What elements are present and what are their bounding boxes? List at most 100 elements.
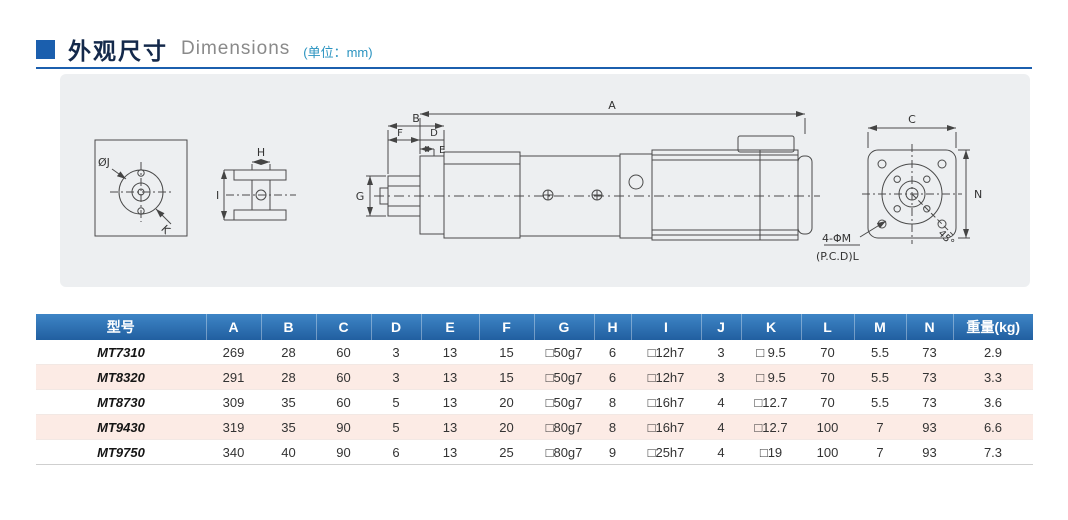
value-cell: 7.3 [983,444,1003,460]
value-cell: 340 [222,444,245,460]
value-cell: □ 9.5 [756,344,786,360]
value-cell: 8 [608,394,617,410]
value-cell: □16h7 [647,394,685,410]
dim-label-g: G [356,190,365,203]
column-header: E [421,314,480,340]
dim-label-d: D [430,128,438,139]
value-cell: 90 [336,419,351,435]
unit-note: (单位：mm) [303,44,373,60]
value-cell: 5 [392,394,400,410]
value-cell: 25 [499,444,514,460]
value-cell: 73 [922,394,937,410]
column-header: B [261,314,317,340]
value-cell: □50g7 [545,394,583,410]
value-cell: 60 [336,344,351,360]
model-cell: MT9430 [97,419,145,435]
title-bullet-icon [36,39,55,59]
column-header: H [594,314,632,340]
value-cell: 13 [442,344,458,360]
value-cell: 309 [222,394,245,410]
side-view [366,111,820,241]
value-cell: □12.7 [754,394,788,410]
value-cell: □ 9.5 [756,369,786,385]
value-cell: 3 [392,344,400,360]
value-cell: 5.5 [870,369,890,385]
model-cell: MT7310 [97,344,145,360]
column-header: L [801,314,855,340]
value-cell: 4 [717,419,725,435]
column-header: C [316,314,372,340]
value-cell: □12h7 [647,344,685,360]
dim-label-n: N [974,188,982,201]
column-header: 重量(kg) [953,314,1033,340]
value-cell: □16h7 [647,419,685,435]
value-cell: 28 [281,344,296,360]
value-cell: 3.6 [983,394,1003,410]
column-header: M [854,314,907,340]
shaft-end-view [94,139,188,237]
dim-label-f: F [397,128,403,139]
model-cell: MT8320 [97,369,145,385]
value-cell: 3 [392,369,400,385]
column-header: J [701,314,742,340]
dim-label-c: C [908,113,916,126]
value-cell: 7 [876,419,884,435]
value-cell: 6 [608,369,617,385]
spec-table-body: MT7310 269 28 60 3 13 15 □50g7 6 □12h7 3 □ 9.5 70 5.5… [36,340,1033,465]
value-cell: 319 [222,419,245,435]
value-cell: 100 [816,444,839,460]
model-cell: MT8730 [97,394,145,410]
section-header: 外观尺寸 Dimensions (单位：mm) [36,32,373,66]
value-cell: 13 [442,394,458,410]
column-header: F [479,314,535,340]
value-cell: □25h7 [647,444,685,460]
value-cell: 9 [608,444,617,460]
value-cell: 6.6 [983,419,1003,435]
value-cell: 4 [717,394,725,410]
model-cell: MT9750 [97,444,145,460]
value-cell: 269 [222,344,245,360]
value-cell: 7 [876,444,884,460]
dim-label-h: H [257,146,265,159]
value-cell: 5 [392,419,400,435]
column-header: D [371,314,422,340]
value-cell: 100 [816,419,839,435]
value-cell: 3.3 [983,369,1003,385]
dim-label-e: E [439,145,445,156]
value-cell: 13 [442,419,458,435]
value-cell: 35 [281,419,296,435]
column-header: 型号 [36,314,207,340]
dim-label-i: I [216,189,219,202]
dimension-drawing: ØJ K H I B F D E A G C N 4-ΦM (P.C.D)L 4… [94,99,982,263]
value-cell: 70 [820,394,835,410]
value-cell: 3 [717,344,725,360]
section-title-cn: 外观尺寸 [68,38,168,64]
value-cell: 15 [499,344,514,360]
header-divider [36,67,1032,69]
front-flange-view [824,125,970,246]
value-cell: 40 [281,444,296,460]
section-title-en: Dimensions [181,38,291,59]
value-cell: 13 [442,369,458,385]
value-cell: 73 [922,369,937,385]
value-cell: 6 [392,444,400,460]
diagram-panel: ØJ K H I B F D E A G C N 4-ΦM (P.C.D)L 4… [60,74,1030,287]
value-cell: 93 [922,444,937,460]
value-cell: 5.5 [870,394,890,410]
value-cell: 73 [922,344,937,360]
dim-label-a: A [608,99,616,112]
value-cell: 2.9 [983,344,1003,360]
value-cell: □80g7 [545,444,583,460]
value-cell: 20 [499,419,514,435]
value-cell: 28 [281,369,296,385]
dim-label-45deg: 45° [936,228,956,248]
dim-label-oj: ØJ [98,156,110,169]
value-cell: 3 [717,369,725,385]
